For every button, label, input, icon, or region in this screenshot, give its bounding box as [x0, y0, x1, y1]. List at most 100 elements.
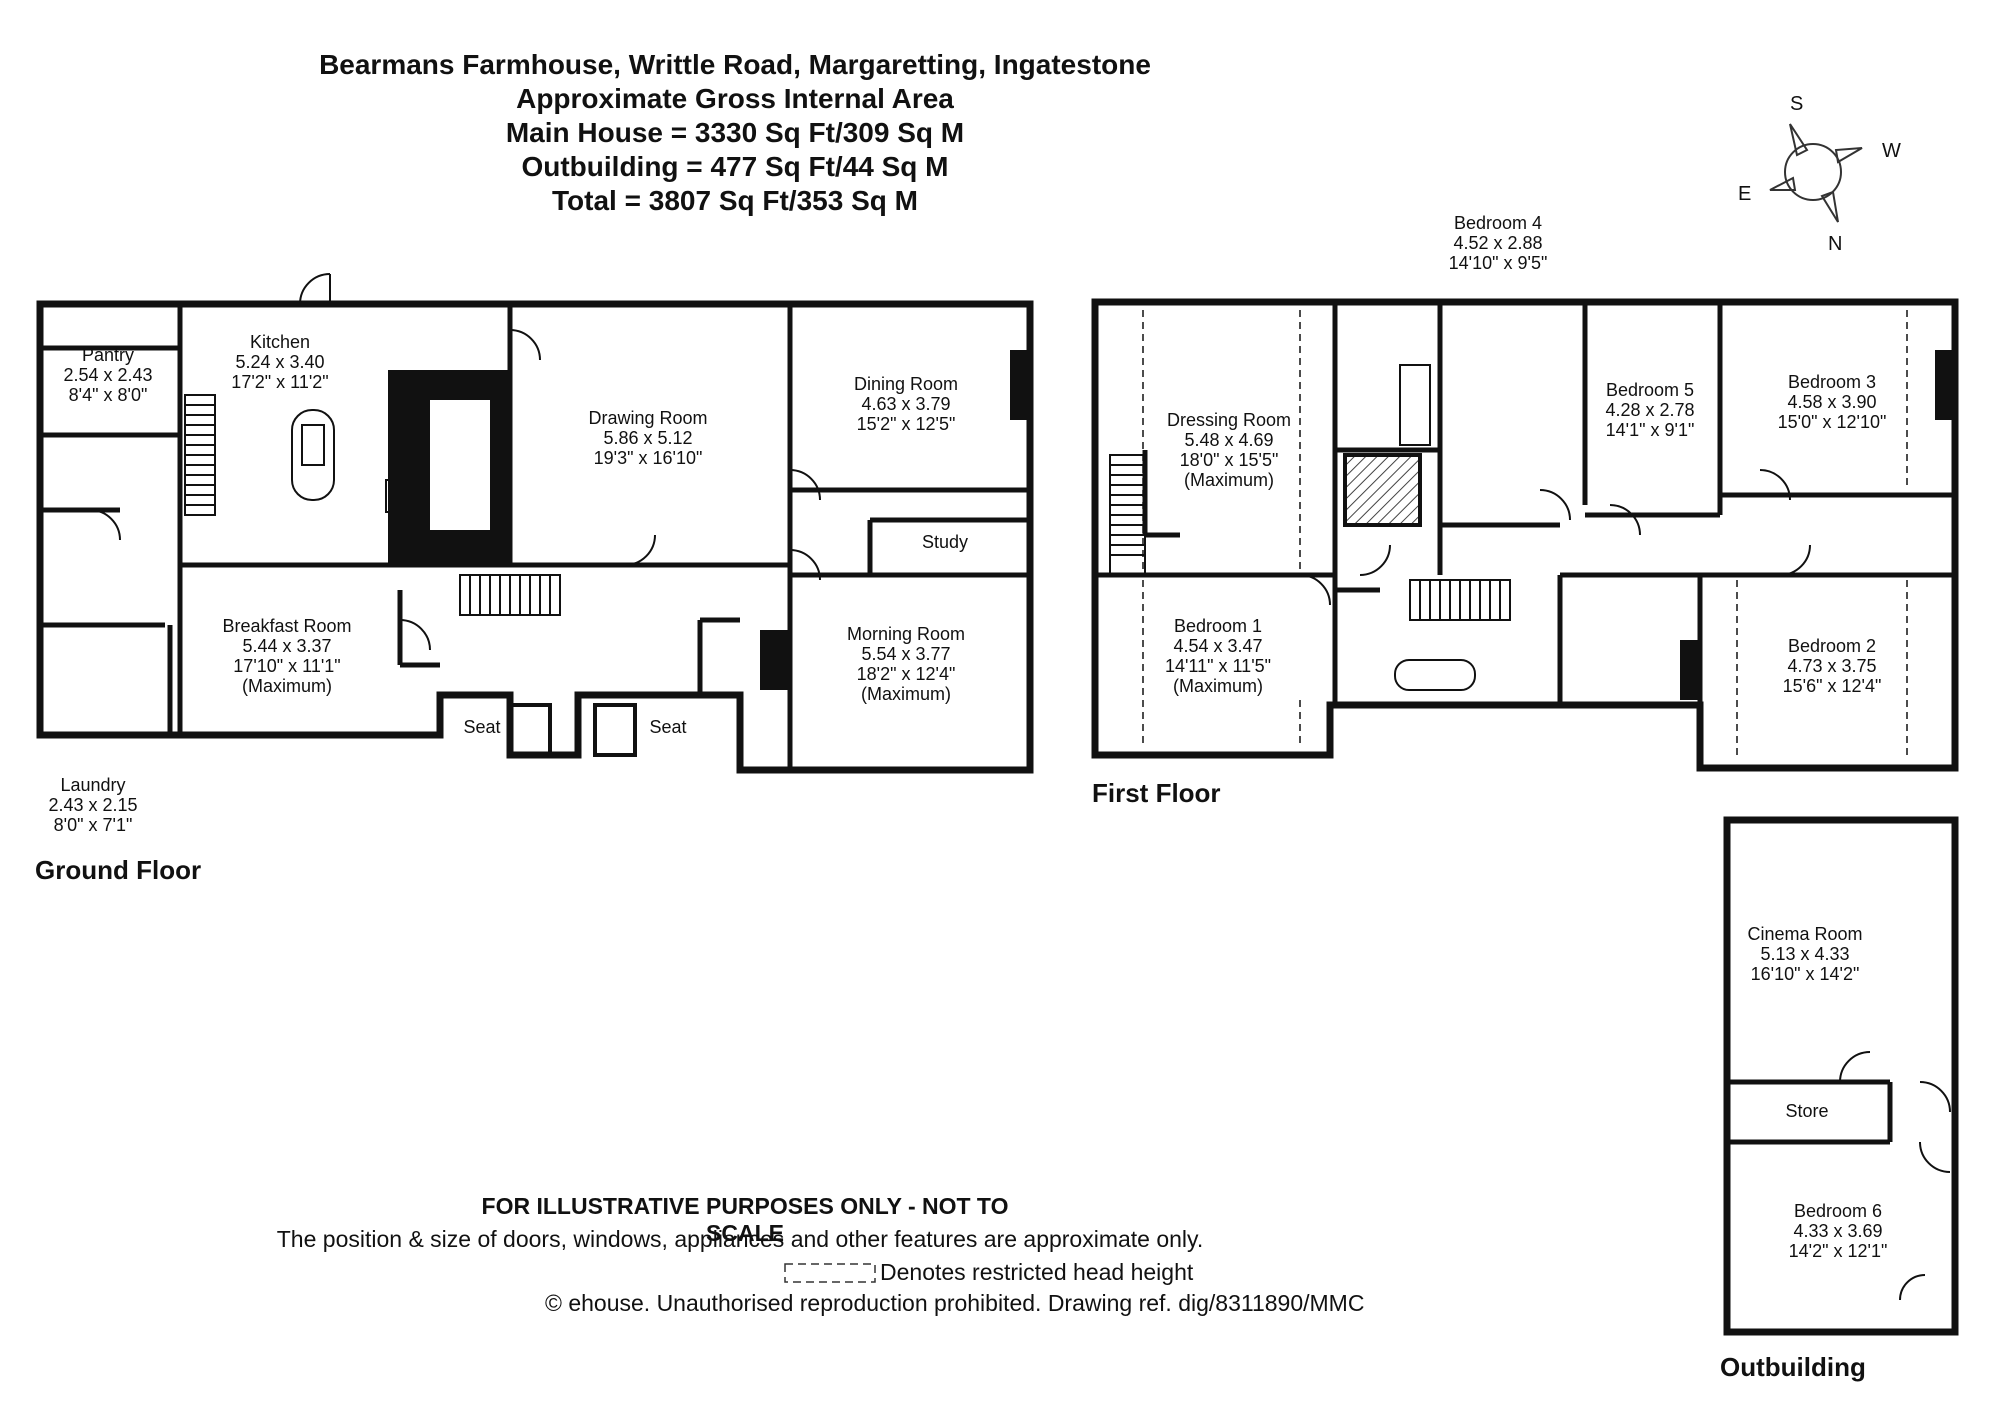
- room-metric: 4.33 x 3.69: [1793, 1221, 1883, 1241]
- room-name: Laundry: [60, 775, 126, 795]
- room-imperial: 14'10" x 9'5": [1448, 253, 1548, 273]
- room-metric: 5.48 x 4.69: [1184, 430, 1274, 450]
- room-label-study: Study: [922, 532, 968, 552]
- room-label-kitchen: Kitchen 5.24 x 3.40 17'2" x 11'2": [231, 332, 328, 392]
- room-metric: 2.54 x 2.43: [63, 365, 153, 385]
- room-name: Cinema Room: [1747, 924, 1863, 944]
- room-name: Breakfast Room: [222, 616, 352, 636]
- compass-north-label: N: [1828, 233, 1843, 255]
- room-metric: 5.24 x 3.40: [235, 352, 325, 372]
- room-label-bedroom-2: Bedroom 2 4.73 x 3.75 15'6" x 12'4": [1783, 636, 1882, 696]
- room-name: Kitchen: [249, 332, 311, 352]
- compass-east-label: E: [1738, 183, 1752, 205]
- room-metric: 4.52 x 2.88: [1453, 233, 1543, 253]
- room-label-bedroom-4: Bedroom 4 4.52 x 2.88 14'10" x 9'5": [1449, 213, 1548, 273]
- first-door-swings: [1299, 469, 1811, 606]
- room-name: Pantry: [81, 345, 135, 365]
- room-label-dining-room: Dining Room 4.63 x 3.79 15'2" x 12'5": [854, 374, 958, 434]
- ground-chimney-void: [430, 400, 490, 530]
- main-house-area: Main House = 3330 Sq Ft/309 Sq M: [505, 117, 965, 148]
- room-imperial: 8'0" x 7'1": [53, 815, 133, 835]
- room-imperial: 19'3" x 16'10": [593, 448, 703, 468]
- room-imperial: 18'2" x 12'4": [856, 664, 956, 684]
- room-name: Store: [1785, 1101, 1829, 1121]
- room-label-laundry: Laundry 2.43 x 2.15 8'0" x 7'1": [48, 775, 137, 835]
- ground-floor-plan: [36, 273, 1034, 774]
- first-stairs-main: [1409, 579, 1511, 621]
- room-imperial: 15'0" x 12'10": [1777, 412, 1887, 432]
- morning-chimney: [760, 630, 790, 690]
- outbuilding-plan: [1723, 816, 1959, 1336]
- kitchen-sink: [301, 424, 325, 466]
- first-stairs-left: [1109, 454, 1146, 576]
- restricted-head-height-lines: [1142, 310, 1908, 760]
- room-label-morning-room: Morning Room 5.54 x 3.77 18'2" x 12'4" (…: [847, 624, 965, 704]
- outbuilding-label: Outbuilding: [1720, 1352, 1866, 1382]
- ground-floor-outer-wall: [36, 300, 1034, 774]
- room-label-bedroom-5: Bedroom 5 4.28 x 2.78 14'1" x 9'1": [1605, 380, 1694, 440]
- first-chimney: [1935, 350, 1955, 420]
- first-floor-plan: [1091, 298, 1959, 772]
- ground-stairs-left: [184, 394, 216, 516]
- room-name: Dressing Room: [1166, 410, 1292, 430]
- en-suite-bath: [1399, 364, 1431, 446]
- copyright-text: © ehouse. Unauthorised reproduction proh…: [545, 1290, 1365, 1316]
- seat-left-block: [508, 703, 552, 757]
- total-area: Total = 3807 Sq Ft/353 Sq M: [552, 185, 918, 216]
- kitchen-island: [291, 409, 335, 501]
- room-note: (Maximum): [1183, 470, 1274, 490]
- first-floor-label: First Floor: [1092, 778, 1221, 808]
- room-imperial: 17'2" x 11'2": [231, 372, 329, 392]
- kitchen-hob: [385, 479, 409, 513]
- seat-right-block: [593, 703, 637, 757]
- room-label-pantry: Pantry 2.54 x 2.43 8'4" x 8'0": [63, 345, 152, 405]
- room-label-bedroom-6: Bedroom 6 4.33 x 3.69 14'2" x 12'1": [1789, 1201, 1888, 1261]
- room-name: Bedroom 6: [1793, 1201, 1883, 1221]
- room-imperial: 15'6" x 12'4": [1782, 676, 1882, 696]
- room-name: Study: [921, 532, 969, 552]
- room-name: Bedroom 1: [1173, 616, 1263, 636]
- plan-title: Bearmans Farmhouse, Writtle Road, Margar…: [319, 49, 1151, 80]
- room-label-breakfast-room: Breakfast Room 5.44 x 3.37 17'10" x 11'1…: [222, 616, 351, 696]
- compass-south-label: S: [1790, 93, 1804, 115]
- room-metric: 5.13 x 4.33: [1760, 944, 1850, 964]
- room-name: Bedroom 2: [1787, 636, 1877, 656]
- room-imperial: 16'10" x 14'2": [1750, 964, 1860, 984]
- room-metric: 4.28 x 2.78: [1605, 400, 1695, 420]
- room-metric: 2.43 x 2.15: [48, 795, 138, 815]
- room-imperial: 14'2" x 12'1": [1788, 1241, 1888, 1261]
- first-chimney-2: [1680, 640, 1700, 700]
- room-metric: 4.54 x 3.47: [1173, 636, 1263, 656]
- room-imperial: 14'1" x 9'1": [1605, 420, 1695, 440]
- room-metric: 5.54 x 3.77: [861, 644, 951, 664]
- room-note: (Maximum): [1173, 676, 1263, 696]
- room-name: Seat: [463, 717, 501, 737]
- outbuilding-outer-wall: [1723, 816, 1959, 1336]
- outbuilding-interior-walls: [1727, 1079, 1893, 1145]
- dining-chimney: [1010, 350, 1030, 420]
- legend-dashed-swatch: [784, 1263, 876, 1283]
- outbuilding-door-swings: [1839, 1051, 1951, 1301]
- room-name: Seat: [649, 717, 687, 737]
- room-label-dressing-room: Dressing Room 5.48 x 4.69 18'0" x 15'5" …: [1167, 410, 1291, 490]
- room-imperial: 18'0" x 15'5": [1179, 450, 1279, 470]
- disclaimer-text: FOR ILLUSTRATIVE PURPOSES ONLY - NOT TO …: [481, 1193, 1009, 1246]
- room-metric: 5.44 x 3.37: [242, 636, 332, 656]
- room-imperial: 14'11" x 11'5": [1164, 656, 1272, 676]
- room-label-drawing-room: Drawing Room 5.86 x 5.12 19'3" x 16'10": [588, 408, 707, 468]
- room-name: Bedroom 5: [1605, 380, 1695, 400]
- ground-stairs-main: [459, 574, 561, 616]
- room-metric: 4.63 x 3.79: [861, 394, 951, 414]
- room-name: Bedroom 3: [1787, 372, 1877, 392]
- room-name: Bedroom 4: [1453, 213, 1543, 233]
- ground-door-swings: [89, 273, 821, 651]
- room-label-bedroom-3: Bedroom 3 4.58 x 3.90 15'0" x 12'10": [1778, 372, 1887, 432]
- first-floor-interior-walls: [1095, 302, 1955, 768]
- ground-floor-interior-walls: [40, 304, 1030, 770]
- ground-floor-label: Ground Floor: [35, 855, 202, 885]
- room-name: Morning Room: [846, 624, 966, 644]
- room-label-cinema-room: Cinema Room 5.13 x 4.33 16'10" x 14'2": [1747, 924, 1862, 984]
- room-metric: 5.86 x 5.12: [603, 428, 693, 448]
- room-metric: 4.58 x 3.90: [1787, 392, 1877, 412]
